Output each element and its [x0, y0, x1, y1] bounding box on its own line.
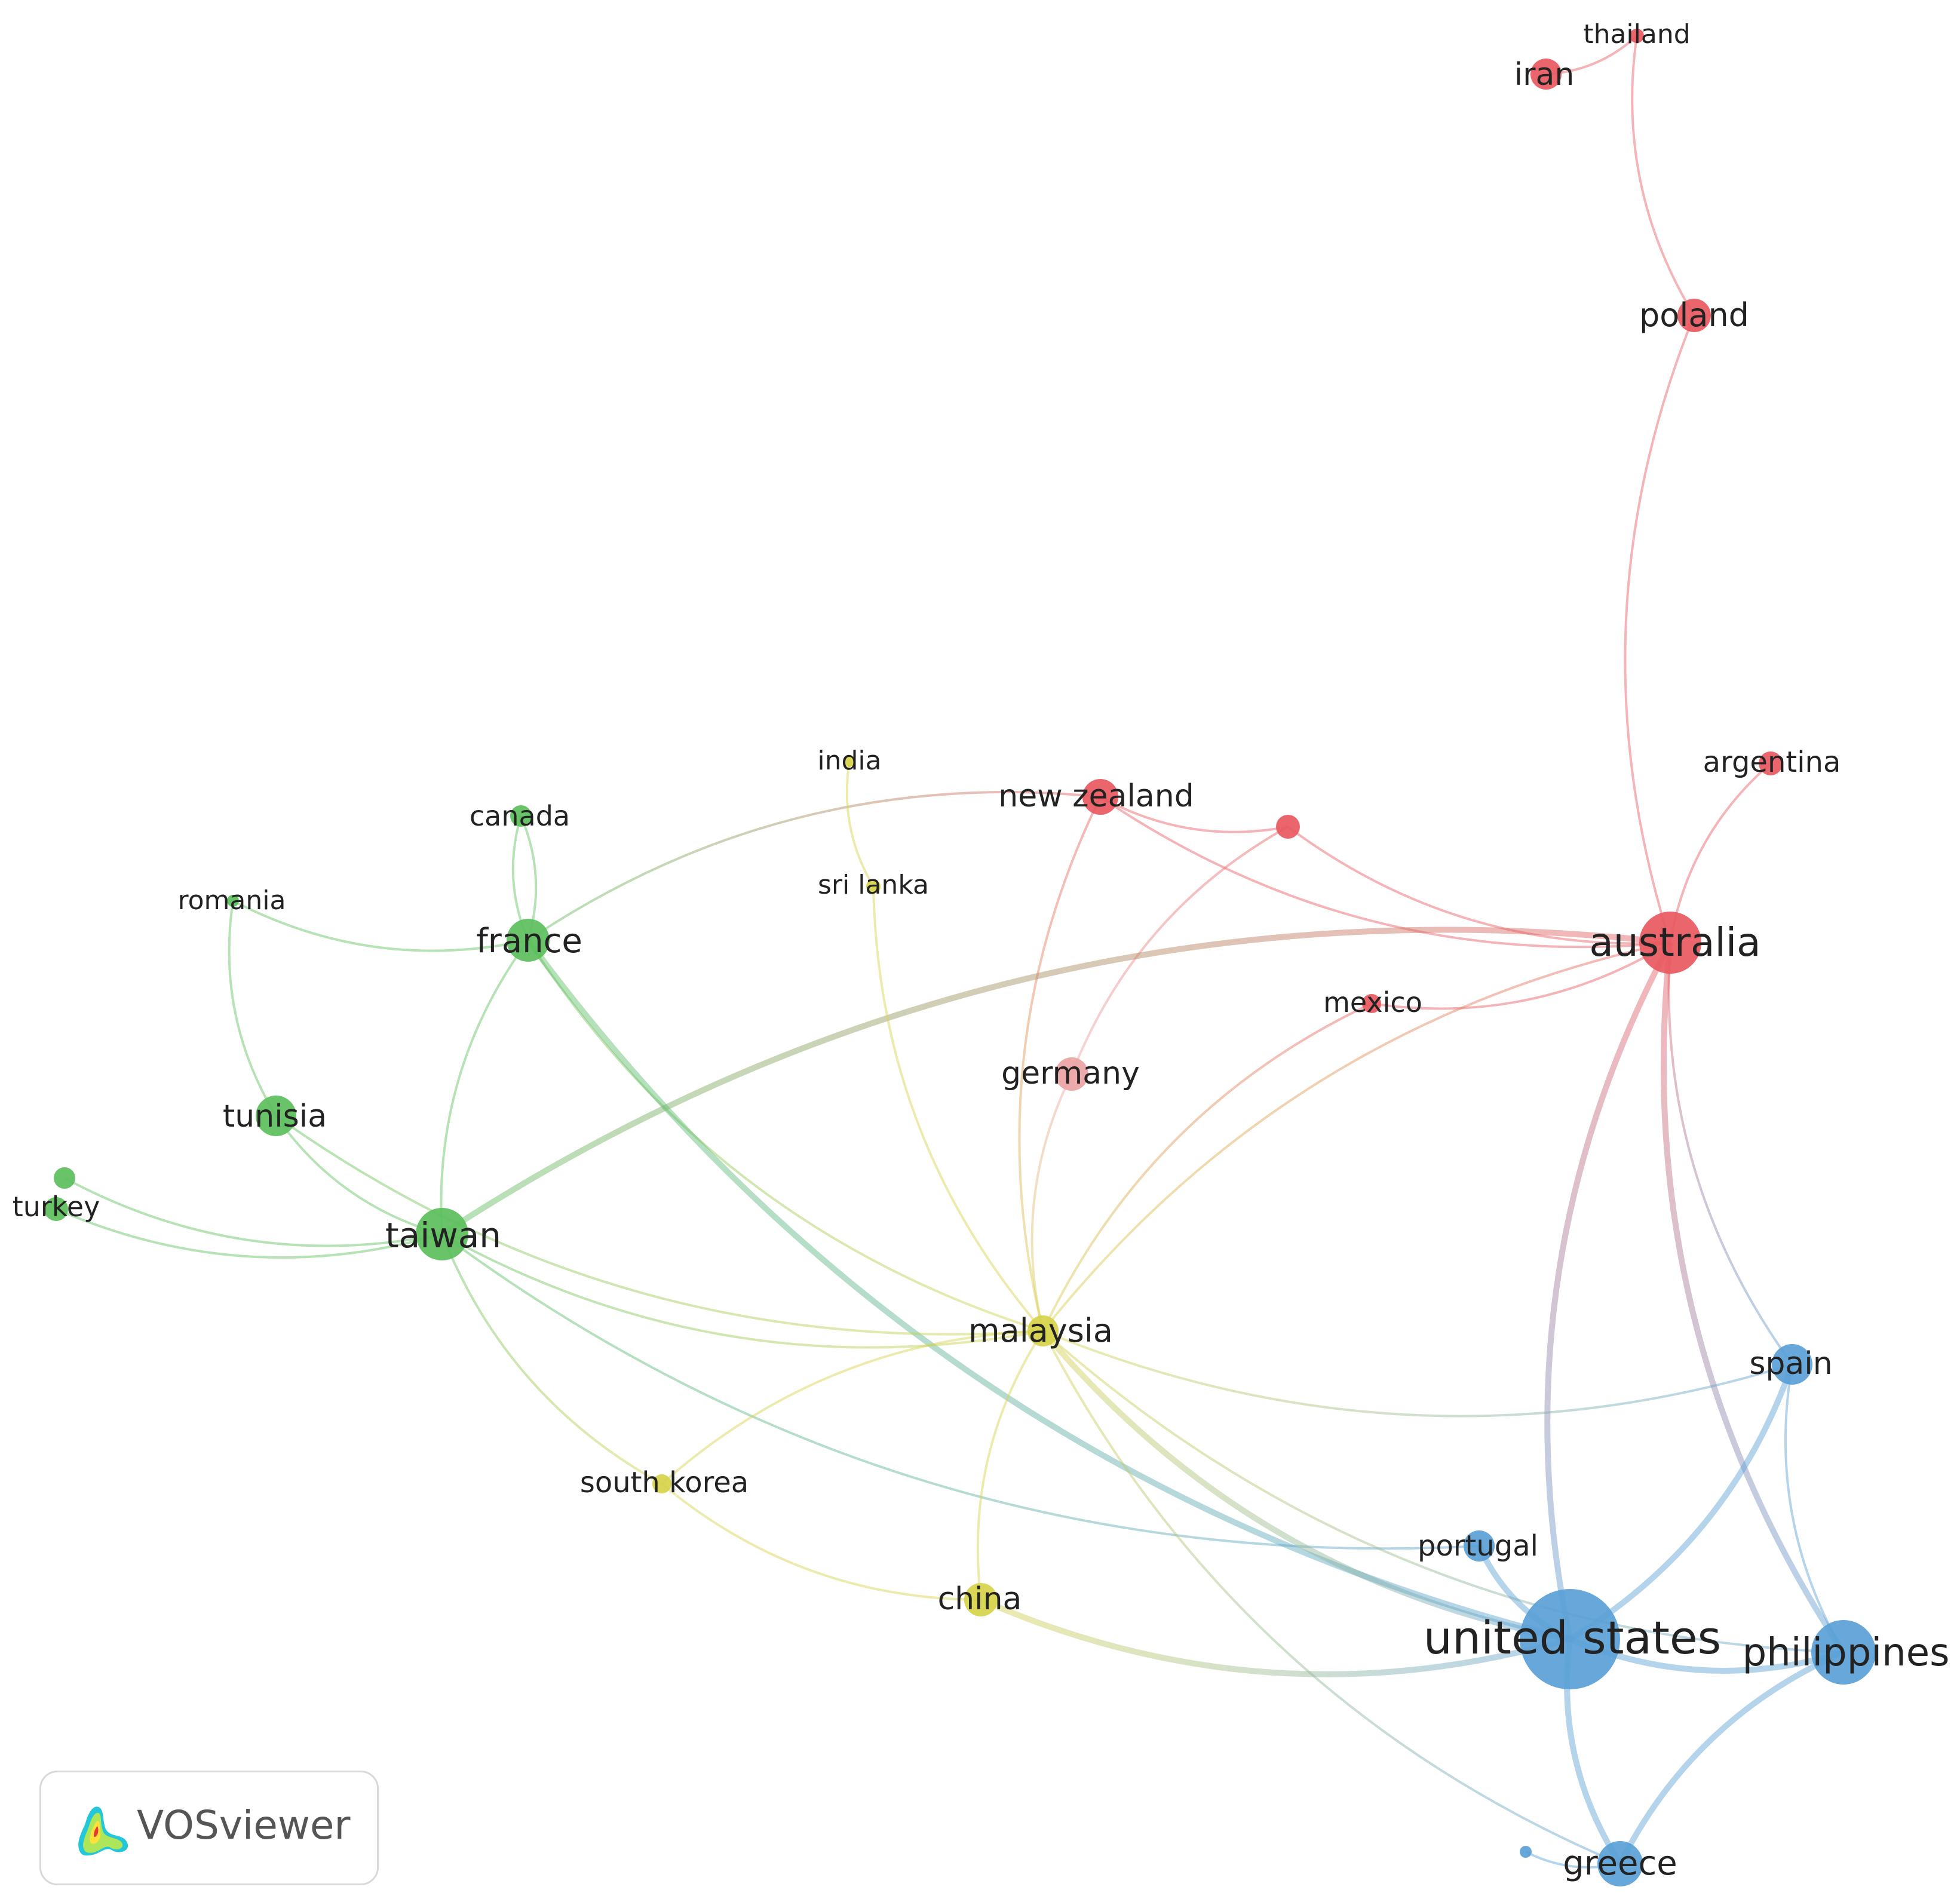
link-australia-taiwan: [440, 927, 1671, 1237]
label-portugal: portugal: [1418, 1529, 1538, 1563]
label-canada: canada: [470, 800, 570, 832]
link-unlabeled_green-taiwan: [64, 1177, 443, 1247]
link-thailand-poland: [1631, 35, 1695, 317]
vosviewer-logo-icon: [78, 1806, 128, 1856]
label-united-states: united states: [1424, 1611, 1722, 1664]
label-south-korea: south korea: [580, 1466, 749, 1499]
link-romania-tunisia: [228, 900, 277, 1117]
node-australia[interactable]: [1639, 912, 1701, 974]
label-new-zealand: new zealand: [998, 778, 1194, 814]
link-australia-united_states: [1544, 941, 1673, 1640]
node-malaysia[interactable]: [1027, 1315, 1059, 1346]
node-unlabeled-green[interactable]: [54, 1167, 75, 1189]
link-sri_lanka-malaysia: [872, 886, 1044, 1332]
vosviewer-logo-text: VOSviewer: [137, 1802, 351, 1848]
node-south-korea[interactable]: [652, 1474, 671, 1493]
label-sri-lanka: sri lanka: [818, 870, 929, 900]
label-malaysia: malaysia: [968, 1312, 1113, 1349]
label-taiwan: taiwan: [385, 1215, 501, 1256]
link-germany-malaysia: [1030, 1073, 1073, 1332]
link-australia-spain: [1667, 942, 1793, 1366]
link-south_korea-china: [661, 1483, 981, 1601]
node-sri-lanka[interactable]: [866, 879, 881, 894]
link-australia-philippines: [1660, 942, 1846, 1654]
link-united_states-spain: [1568, 1363, 1795, 1642]
link-turkey-taiwan: [56, 1208, 443, 1259]
label-china: china: [938, 1581, 1022, 1617]
node-argentina[interactable]: [1759, 751, 1783, 775]
label-spain: spain: [1749, 1346, 1832, 1382]
label-poland: poland: [1639, 296, 1749, 334]
node-china[interactable]: [964, 1583, 998, 1616]
node-new-zealand[interactable]: [1082, 779, 1118, 815]
link-new_zealand-france: [527, 791, 1101, 941]
link-tunisia-taiwan: [275, 1115, 443, 1235]
node-mexico[interactable]: [1362, 994, 1381, 1013]
label-tunisia: tunisia: [223, 1099, 327, 1134]
link-france-malaysia: [527, 939, 1044, 1332]
link-mexico-malaysia: [1042, 1002, 1372, 1332]
node-turkey[interactable]: [44, 1197, 68, 1221]
link-malaysia-united_states: [1041, 1329, 1571, 1642]
link-spain-philippines: [1784, 1364, 1845, 1653]
link-malaysia-south_korea: [661, 1330, 1044, 1485]
label-thailand: thailand: [1583, 19, 1690, 50]
link-malaysia-spain: [1042, 1330, 1793, 1418]
node-romania[interactable]: [227, 895, 239, 907]
link-malaysia-china: [976, 1330, 1044, 1600]
label-france: france: [476, 922, 582, 961]
node-france[interactable]: [507, 919, 550, 962]
link-france-united_states: [525, 938, 1571, 1642]
link-romania-france: [232, 900, 529, 952]
labels-layer: thailand iran poland argentina new zealand au…: [13, 19, 1950, 1883]
link-new_zealand-unlabeled_red: [1100, 796, 1289, 833]
node-canada[interactable]: [510, 805, 532, 827]
node-germany[interactable]: [1055, 1057, 1088, 1091]
link-india-sri_lanka: [845, 760, 875, 888]
label-romania: romania: [178, 885, 286, 916]
vosviewer-badge: VOSviewer: [39, 1771, 379, 1885]
link-malaysia-philippines: [1042, 1330, 1844, 1653]
node-greece[interactable]: [1597, 1841, 1643, 1886]
node-portugal[interactable]: [1464, 1530, 1495, 1562]
link-taiwan-malaysia: [441, 1233, 1044, 1349]
node-united-states[interactable]: [1520, 1589, 1620, 1689]
link-malaysia-greece: [1042, 1330, 1621, 1865]
link-mexico-australia: [1371, 941, 1671, 1010]
label-india: india: [817, 746, 881, 776]
link-taiwan-south_korea: [441, 1234, 662, 1485]
link-taiwan-portugal: [441, 1233, 1480, 1550]
label-turkey: turkey: [13, 1191, 100, 1223]
label-iran: iran: [1514, 57, 1575, 93]
node-spain[interactable]: [1772, 1344, 1812, 1385]
link-china-united_states: [979, 1597, 1571, 1677]
node-india[interactable]: [843, 755, 855, 767]
node-philippines[interactable]: [1811, 1620, 1876, 1685]
node-unlabeled-red[interactable]: [1276, 815, 1300, 839]
link-new_zealand-australia: [1099, 796, 1671, 949]
node-unlabeled-blue[interactable]: [1520, 1846, 1532, 1858]
nodes-layer: [44, 29, 1876, 1886]
link-tunisia-malaysia: [275, 1115, 1044, 1336]
label-germany: germany: [1001, 1056, 1140, 1091]
link-france-taiwan: [440, 939, 529, 1235]
node-thailand[interactable]: [1630, 29, 1644, 43]
links-layer: [56, 35, 1846, 1869]
link-poland-australia: [1624, 315, 1695, 943]
node-tunisia[interactable]: [256, 1096, 296, 1136]
label-greece: greece: [1563, 1844, 1677, 1883]
label-argentina: argentina: [1703, 746, 1841, 779]
link-unlabeled_red-germany: [1071, 826, 1289, 1075]
node-poland[interactable]: [1677, 299, 1711, 332]
link-philippines-greece: [1617, 1649, 1845, 1866]
node-taiwan[interactable]: [416, 1208, 468, 1260]
link-new_zealand-malaysia: [1018, 796, 1102, 1332]
link-unlabeled_red-australia: [1287, 826, 1671, 945]
node-iran[interactable]: [1530, 59, 1562, 90]
label-philippines: philippines: [1743, 1631, 1950, 1675]
link-australia-malaysia: [1042, 941, 1671, 1332]
label-mexico: mexico: [1323, 986, 1422, 1019]
label-australia: australia: [1589, 919, 1760, 965]
